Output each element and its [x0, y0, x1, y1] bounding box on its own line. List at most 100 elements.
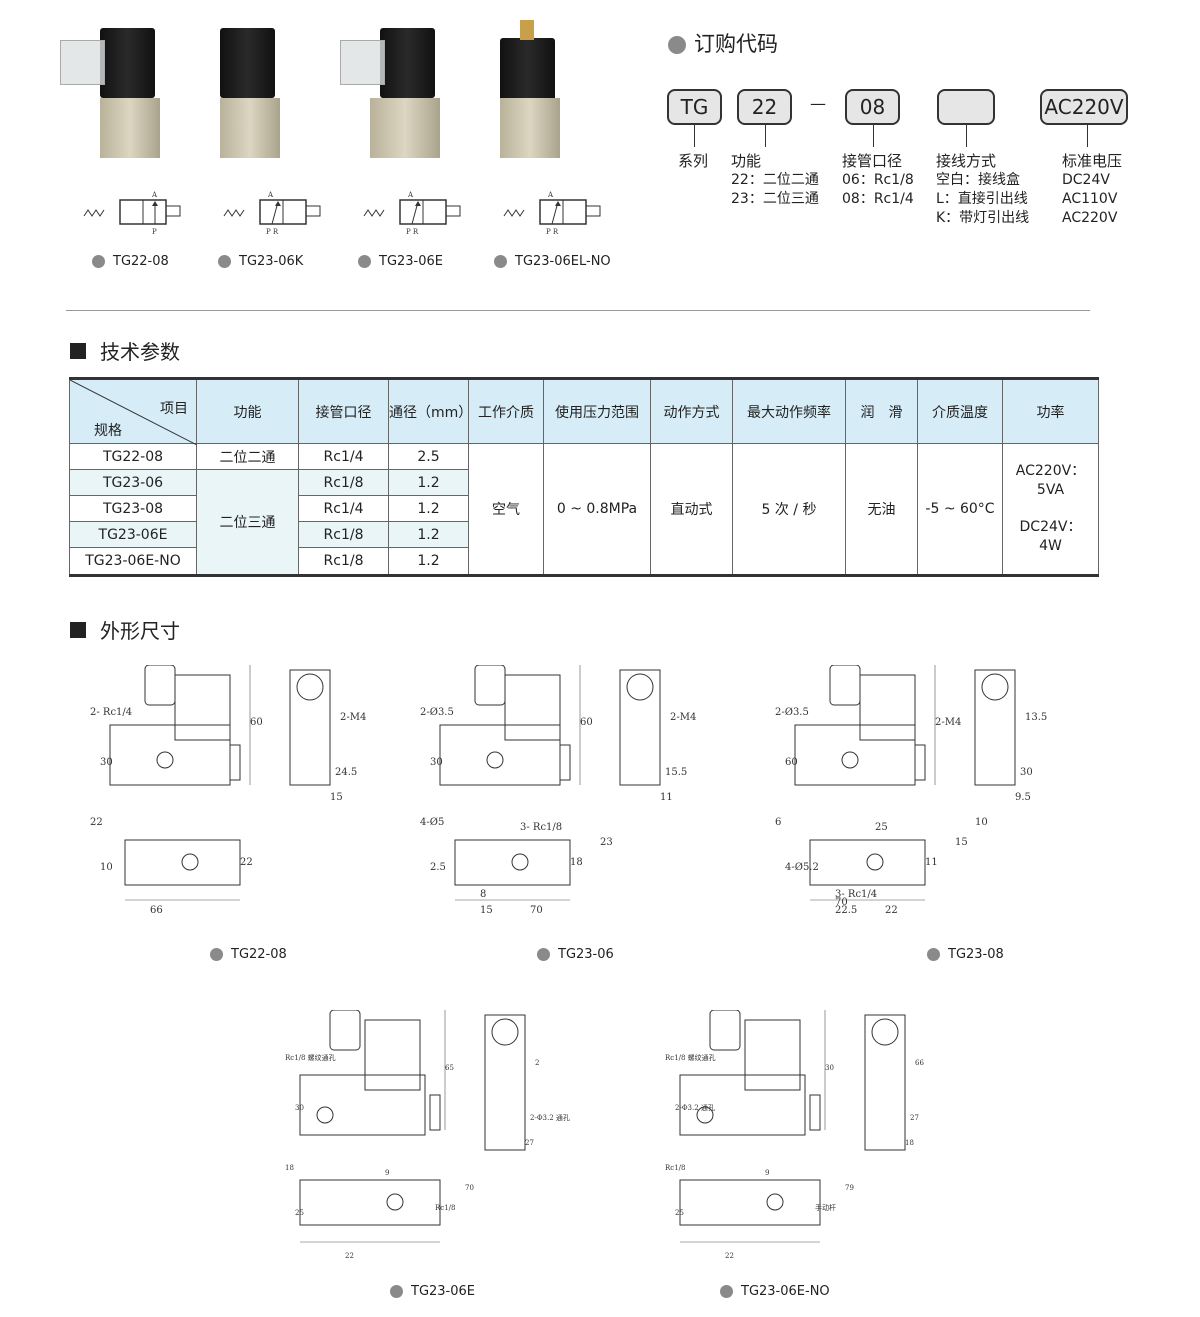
cell-frequency: 5 次 / 秒 [732, 443, 846, 576]
bullet-icon [668, 36, 686, 54]
header-frequency: 最大动作频率 [732, 378, 846, 444]
dimension-note: 30 [295, 1104, 304, 1112]
dimension-note: 15 [955, 837, 968, 848]
dimension-note: 2-Ø3.5 [775, 707, 809, 718]
dimension-note: 11 [660, 792, 673, 803]
dimension-note: 30 [1020, 767, 1033, 778]
dimension-note: 手动杆 [815, 1203, 836, 1212]
dimension-note: 25 [675, 1209, 684, 1217]
cell-port: Rc1/8 [298, 521, 389, 548]
svg-text:A: A [547, 191, 554, 199]
cell-lubrication: 无油 [845, 443, 918, 576]
tech-table: 项目 规格 功能 接管口径 通径（mm） 工作介质 使用压力范围 动作方式 最大… [69, 377, 1099, 577]
dimension-note: 6 [775, 817, 781, 828]
order-code-column: 系列 [678, 152, 709, 170]
dimension-note: 22 [725, 1252, 734, 1260]
drawing-label: TG23-08 [927, 947, 1004, 962]
dimension-note: 8 [480, 889, 486, 900]
dimension-note: 27 [525, 1139, 534, 1147]
dimension-note: 9 [385, 1169, 389, 1177]
code-box-function: 22 [737, 89, 792, 125]
dimension-note: 25 [875, 822, 888, 833]
dimension-note: Rc1/8 螺纹通孔 [285, 1053, 336, 1062]
dimension-note: 23 [600, 837, 613, 848]
dimension-note: 25 [295, 1209, 304, 1217]
dimension-note: 13.5 [1025, 712, 1047, 723]
dimension-note: 22 [345, 1252, 354, 1260]
header-lubrication: 润 滑 [845, 378, 918, 444]
dimension-note: 18 [285, 1164, 294, 1172]
header-port: 接管口径 [298, 378, 389, 444]
dimension-note: 2- Rc1/4 [90, 707, 132, 718]
product-photo [480, 20, 590, 160]
header-temperature: 介质温度 [917, 378, 1003, 444]
dimension-note: 30 [100, 757, 113, 768]
dimension-note: 2.5 [430, 862, 446, 873]
corner-header: 项目 规格 [69, 378, 197, 445]
cell-function: 二位二通 [196, 443, 299, 470]
dimension-note: Rc1/8 螺纹通孔 [665, 1053, 716, 1062]
dimension-note: 22.5 [835, 905, 857, 916]
dimension-note: 66 [915, 1059, 924, 1067]
drawing-label: TG23-06E [390, 1284, 475, 1299]
cell-diameter: 1.2 [388, 469, 469, 496]
dimension-note: 66 [150, 905, 163, 916]
svg-text:A: A [151, 191, 158, 199]
product-photo [340, 20, 450, 160]
svg-text:P R: P R [546, 228, 559, 236]
svg-text:P R: P R [406, 228, 419, 236]
cell-port: Rc1/4 [298, 495, 389, 522]
product-label: TG23-06E [358, 254, 443, 269]
dimensions-section-title: 外形尺寸 [70, 615, 180, 644]
dimension-note: 2-M4 [670, 712, 696, 723]
dimension-note: 70 [835, 897, 848, 908]
dimension-note: 2-M4 [340, 712, 366, 723]
dimension-note: 30 [825, 1064, 834, 1072]
dimension-note: 11 [925, 857, 938, 868]
dimension-note: 22 [240, 857, 253, 868]
cell-function: 二位三通 [196, 469, 299, 576]
dimension-note: 2-M4 [935, 717, 961, 728]
cell-model: TG23-08 [69, 495, 197, 522]
cell-port: Rc1/4 [298, 443, 389, 470]
dimension-note: 2-Ø3.5 [420, 707, 454, 718]
cell-model: TG23-06 [69, 469, 197, 496]
product-photo [60, 20, 170, 160]
drawing-label: TG23-06 [537, 947, 614, 962]
dimension-note: 4-Ø5 [420, 817, 444, 828]
header-medium: 工作介质 [468, 378, 544, 444]
product-label: TG22-08 [92, 254, 169, 269]
code-box-series: TG [667, 89, 722, 125]
dimension-note: 10 [100, 862, 113, 873]
divider [66, 310, 1090, 311]
dimension-note: 10 [975, 817, 988, 828]
dimension-note: 2-Φ3.2 通孔 [530, 1113, 570, 1122]
dimension-note: 9.5 [1015, 792, 1031, 803]
code-separator: — [810, 94, 826, 113]
code-box-voltage: AC220V [1040, 89, 1128, 125]
cell-medium: 空气 [468, 443, 544, 576]
dimension-note: 4-Ø5.2 [785, 862, 819, 873]
drawing-label: TG22-08 [210, 947, 287, 962]
dimension-note: 15 [330, 792, 343, 803]
product-label: TG23-06K [218, 254, 303, 269]
cell-diameter: 1.2 [388, 495, 469, 522]
cell-diameter: 1.2 [388, 547, 469, 576]
cell-diameter: 1.2 [388, 521, 469, 548]
drawing-label: TG23-06E-NO [720, 1284, 830, 1299]
dimension-note: 18 [905, 1139, 914, 1147]
cell-port: Rc1/8 [298, 469, 389, 496]
dimension-note: 22 [885, 905, 898, 916]
dimension-note: 15.5 [665, 767, 687, 778]
header-function: 功能 [196, 378, 299, 444]
cell-temperature: -5 ~ 60°C [917, 443, 1003, 576]
